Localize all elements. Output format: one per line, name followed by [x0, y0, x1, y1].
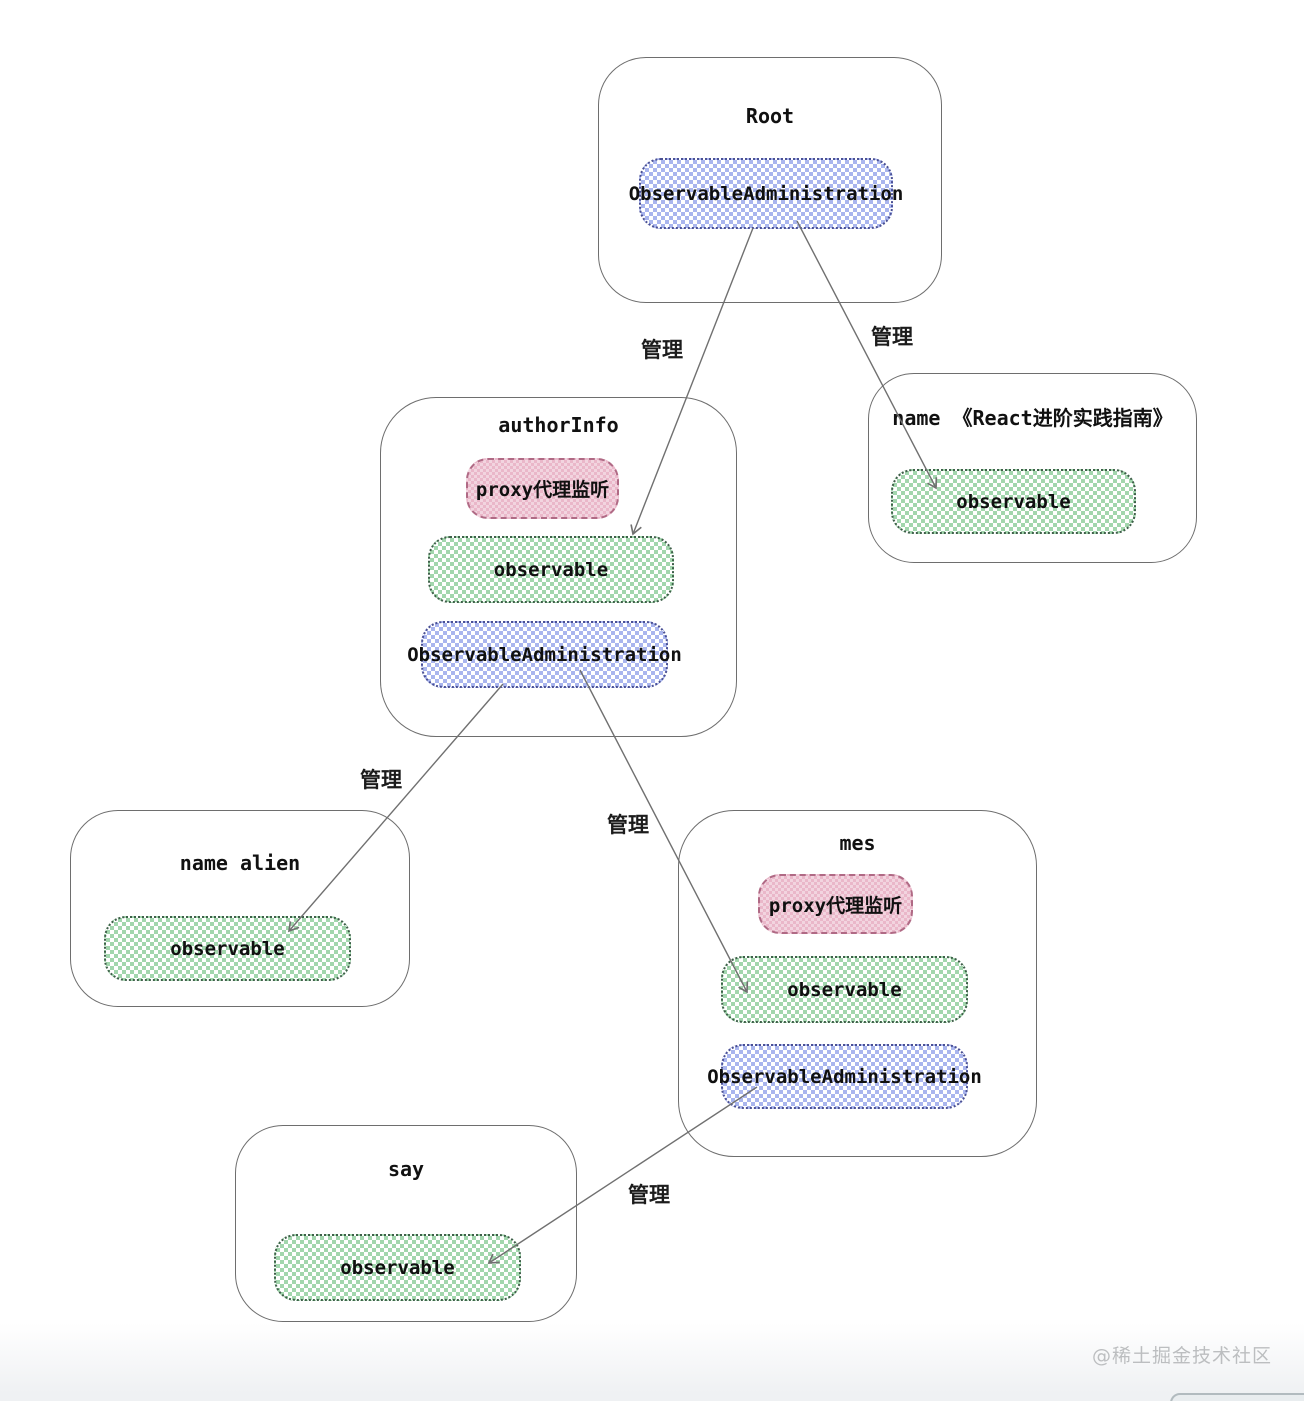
edge-label-manage-5: 管理: [628, 1183, 670, 1207]
pill-observable-administration: ObservableAdministration: [407, 621, 682, 688]
pill-observable-administration: ObservableAdministration: [629, 158, 903, 229]
pill-observable-administration: ObservableAdministration: [707, 1044, 982, 1109]
bottom-fade: [0, 1323, 1304, 1401]
edge-label-manage-1: 管理: [641, 338, 683, 362]
edge-label-manage-3: 管理: [360, 768, 402, 792]
pill-proxy-listener: proxy代理监听: [466, 458, 619, 519]
pill-observable: observable: [274, 1234, 521, 1301]
node-mes: mes proxy代理监听 observable ObservableAdmin…: [678, 810, 1037, 1157]
node-say-title: say: [387, 1157, 425, 1181]
node-name-alien-title: name alien: [179, 851, 301, 875]
node-name-alien: name alien observable: [70, 810, 410, 1007]
node-name-book: name 《React进阶实践指南》 observable: [868, 373, 1197, 563]
edge-label-manage-2: 管理: [871, 325, 913, 349]
watermark: @稀土掘金技术社区: [1091, 1345, 1272, 1367]
node-name-book-title: name 《React进阶实践指南》: [892, 406, 1173, 430]
pill-observable: observable: [104, 916, 351, 981]
node-root-title: Root: [745, 104, 795, 128]
pill-observable: observable: [891, 469, 1136, 534]
node-mes-title: mes: [839, 831, 876, 855]
node-authorinfo: authorInfo proxy代理监听 observable Observab…: [380, 397, 737, 737]
node-authorinfo-title: authorInfo: [498, 413, 619, 437]
pill-observable: observable: [721, 956, 968, 1023]
pill-proxy-listener: proxy代理监听: [758, 874, 913, 934]
edge-label-manage-4: 管理: [607, 813, 649, 837]
node-root: Root ObservableAdministration: [598, 57, 942, 303]
panel-corner[interactable]: [1170, 1393, 1304, 1401]
pill-observable: observable: [428, 536, 674, 603]
node-say: say observable: [235, 1125, 577, 1322]
